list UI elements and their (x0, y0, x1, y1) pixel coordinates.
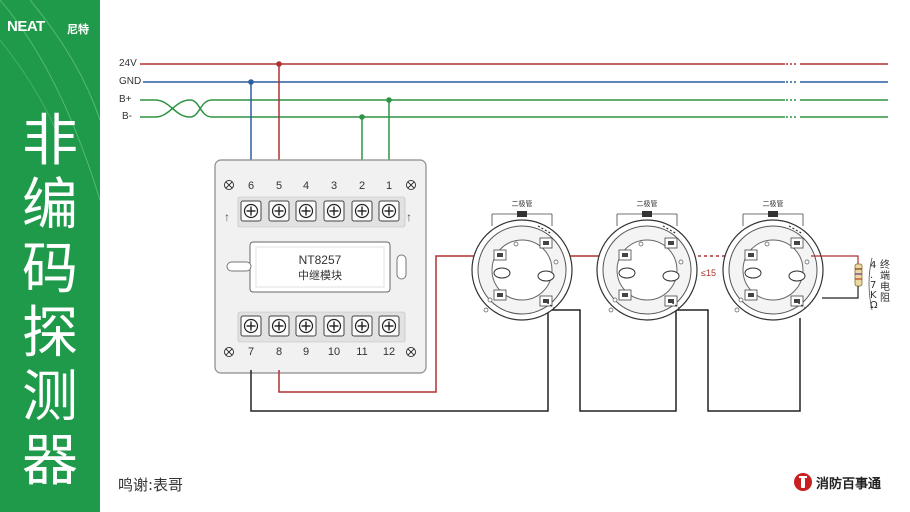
terminal-screw (378, 315, 400, 337)
terminal-screw (351, 200, 373, 222)
terminal-screw (295, 200, 317, 222)
diode-label: 二极管 (637, 199, 658, 208)
terminal-label: 7 (248, 346, 254, 358)
decorative-arcs (0, 0, 100, 201)
module-corner-screws (224, 180, 416, 357)
arrow-up-icon-left: ↑ (224, 210, 230, 224)
bottom-terminal-screws (240, 315, 400, 337)
bus-label-b-minus: B- (122, 111, 132, 122)
terminal-screw (323, 315, 345, 337)
terminal-label: 4 (303, 180, 309, 192)
bus-line-24v: 24V (119, 58, 888, 69)
top-terminal-screws (240, 200, 400, 222)
brand-logo: NEAT (7, 18, 45, 35)
terminal-label: 9 (303, 346, 309, 358)
module-feed-wires (248, 61, 392, 162)
diode-label: 二极管 (763, 199, 784, 208)
sidebar-title: 非编码探测器 (22, 109, 78, 494)
relay-module: ↑ ↑ 6 5 4 3 2 1 NT8257 中继模块 7 8 9 10 11 … (214, 159, 427, 374)
terminal-screw (268, 200, 290, 222)
smoke-detector-base: 二极管 (471, 199, 573, 321)
terminal-screw (323, 200, 345, 222)
max-detectors-label: ≤15 (701, 268, 716, 278)
terminal-label: 5 (276, 180, 282, 192)
bus-line-b-plus: B+ (119, 94, 888, 118)
terminal-screw (240, 315, 262, 337)
footer-logo-text: 消防百事通 (816, 476, 882, 492)
terminal-label: 10 (328, 346, 340, 358)
diode-label: 二极管 (512, 199, 533, 208)
footer-logo: 消防百事通 (793, 472, 881, 492)
terminal-label: 11 (356, 346, 367, 358)
smoke-detector-base: 二极管 (722, 199, 824, 321)
terminal-label: 8 (276, 346, 282, 358)
terminal-screw (351, 315, 373, 337)
terminal-label: 6 (248, 180, 254, 192)
bus-line-b-minus: B- (122, 99, 888, 122)
brand-logo-chinese: 尼特 (67, 23, 89, 36)
fire-extinguisher-logo-icon (794, 473, 812, 491)
smoke-detector-base: 二极管 (596, 199, 698, 321)
top-terminal-labels: 6 5 4 3 2 1 (248, 180, 392, 192)
terminal-screw (268, 315, 290, 337)
arrow-up-icon-right: ↑ (406, 210, 412, 224)
module-model: NT8257 (299, 253, 342, 267)
terminal-label: 1 (386, 180, 392, 192)
bus-label-b-plus: B+ (119, 94, 132, 105)
terminal-screw (378, 200, 400, 222)
terminal-label: 2 (359, 180, 365, 192)
bus-label-gnd: GND (119, 76, 141, 87)
module-name: 中继模块 (298, 269, 342, 282)
bottom-terminal-labels: 7 8 9 10 11 12 (248, 346, 395, 358)
terminal-label: 3 (331, 180, 337, 192)
bus-label-24v: 24V (119, 58, 137, 69)
terminal-screw (295, 315, 317, 337)
sidebar: NEAT 尼特 非编码探测器 (0, 0, 100, 512)
terminal-label: 12 (383, 346, 395, 358)
detector-group: 二极管 二极管 二极管 (471, 199, 824, 321)
credit-text: 鸣谢:表哥 (118, 476, 184, 494)
bus-line-gnd: GND (119, 76, 888, 87)
terminal-screw (240, 200, 262, 222)
